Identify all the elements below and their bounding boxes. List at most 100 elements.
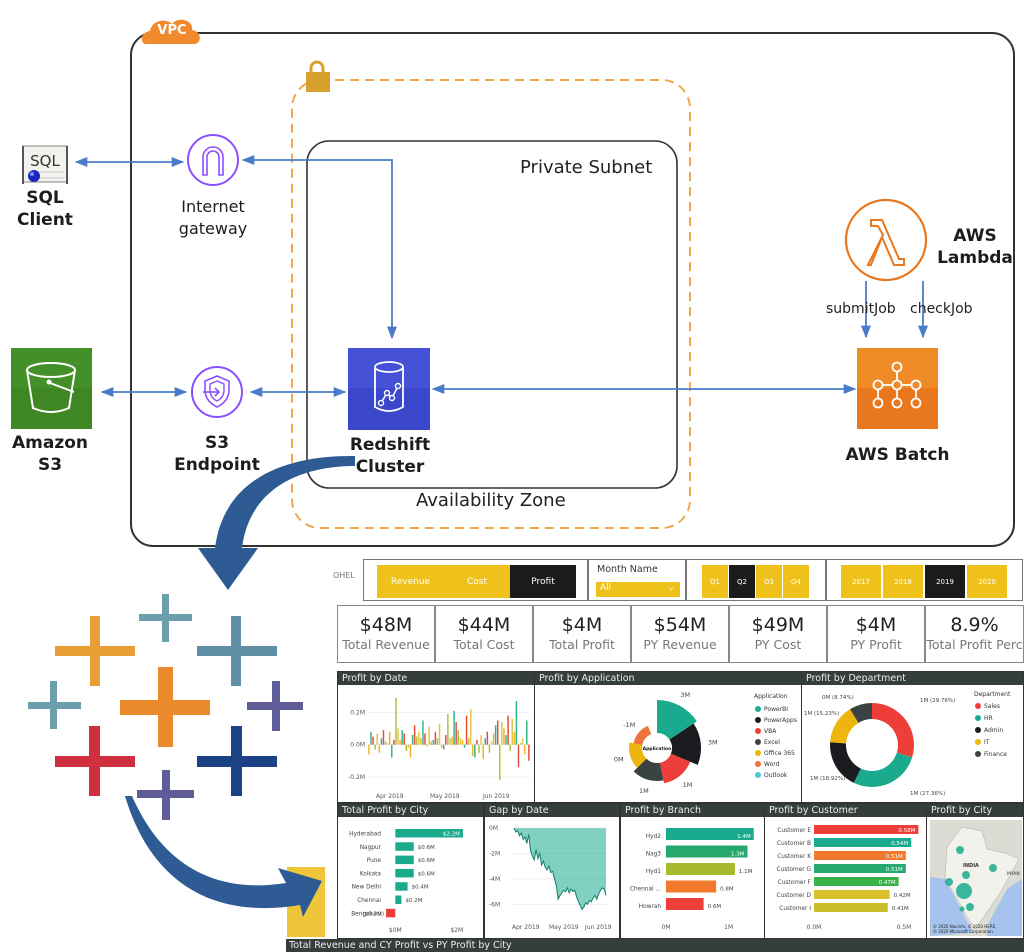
quarter-button-q1[interactable]: Q1 [702, 565, 728, 598]
bar [384, 741, 387, 745]
map-bubble[interactable] [956, 883, 972, 899]
year-button-2019[interactable]: 2019 [925, 565, 965, 598]
data-label: 0.8M [720, 887, 734, 893]
bar [482, 744, 484, 760]
legend-label: HR [984, 715, 993, 722]
month-dropdown[interactable]: All ⌄ [596, 582, 680, 597]
area-fill [514, 828, 606, 910]
legend-marker [975, 727, 981, 733]
kpi-caption: PY Cost [754, 637, 802, 652]
measure-button-cost[interactable]: Cost [444, 565, 510, 598]
measure-button-revenue[interactable]: Revenue [377, 565, 444, 598]
redshift-label-line1: Redshift [349, 435, 431, 455]
bar [395, 829, 463, 838]
bar [413, 725, 416, 745]
data-label: 0.54M [891, 841, 908, 847]
center-hole [643, 734, 671, 762]
bar [496, 720, 499, 745]
map-sea-east [987, 879, 1022, 936]
bar [374, 744, 376, 750]
year-button-2020[interactable]: 2020 [967, 565, 1007, 598]
map-bubble[interactable] [956, 846, 964, 854]
bar [426, 744, 428, 747]
bar [399, 739, 401, 745]
quarter-button-q3[interactable]: Q3 [756, 565, 782, 598]
bar [515, 701, 518, 745]
bar [528, 744, 530, 761]
year-button-2017[interactable]: 2017 [841, 565, 881, 598]
lambda-label-line2: Lambda [937, 248, 1013, 268]
data-label: 0.6M [708, 904, 722, 910]
chevron-down-icon: ⌄ [667, 583, 675, 593]
donut-slice [830, 742, 861, 783]
data-label: 1.3M [731, 852, 745, 858]
bar [505, 734, 507, 745]
profit-by-department-chart: 1M (29.76%)1M (27.36%)1M (18.92%)1M (15.… [804, 691, 1011, 797]
aws-lambda-icon [844, 198, 928, 282]
map-bubble[interactable] [959, 906, 965, 912]
bar [405, 744, 408, 752]
tableau-cross-5 [120, 667, 210, 747]
kpi-value: $54M [653, 614, 707, 636]
legend-label: VBA [764, 728, 777, 735]
rose-slice [633, 758, 664, 781]
amazon-s3-label-line1: Amazon [11, 433, 89, 453]
map-bubble[interactable] [962, 871, 970, 879]
data-label: 0.51M [886, 867, 903, 873]
bar [666, 845, 748, 858]
bar [484, 738, 486, 745]
powerbi-dashboard: OHEL Revenue Cost Profit Month Name All … [333, 557, 1024, 952]
redshift-label-line2: Cluster [355, 457, 425, 477]
x-tick-label: Jun 2019 [482, 793, 510, 800]
quarter-button-q2[interactable]: Q2 [729, 565, 755, 598]
bar [388, 731, 391, 745]
panel-title: Profit by Department [802, 672, 1023, 685]
bar [507, 715, 509, 745]
bar [440, 744, 443, 748]
redshift-cluster-icon [348, 348, 430, 430]
kpi-caption: Total Revenue [342, 637, 430, 652]
quarter-button-q4[interactable]: Q4 [783, 565, 809, 598]
donut-slice [853, 752, 913, 787]
map-bubble[interactable] [989, 864, 997, 872]
bar [461, 739, 464, 745]
bar [415, 736, 418, 745]
rose-slice [669, 723, 701, 765]
internet-gateway-label-line2: gateway [178, 219, 248, 238]
panel-title: Profit by Date [338, 672, 534, 685]
x-tick-label: May 2019 [430, 793, 460, 800]
bar [517, 744, 520, 768]
redshift-cluster-label: Redshift Cluster [338, 434, 442, 478]
bar [814, 903, 888, 912]
measure-button-profit[interactable]: Profit [510, 565, 576, 598]
connection-igw-redshift [241, 154, 398, 340]
kpi-value: $4M [561, 614, 603, 636]
bar [503, 728, 505, 745]
y-tick-label: 0.2M [350, 709, 365, 716]
bar [380, 738, 383, 745]
y-tick-label: -6M [489, 901, 500, 908]
india-map[interactable]: INDIA MYAN © 2020 Navinfo, © 2020 HERE, … [927, 817, 1024, 939]
category-label: Customer G [777, 867, 812, 873]
bar [472, 744, 474, 756]
tableau-cross-7 [55, 726, 135, 796]
map-bubble[interactable] [945, 878, 953, 886]
map-bubble[interactable] [966, 903, 974, 911]
year-button-2018[interactable]: 2018 [883, 565, 923, 598]
data-label: $0.6M [418, 845, 435, 851]
category-label: Nag3 [646, 852, 662, 858]
rose-slice [657, 700, 697, 740]
slicer-bar: Revenue Cost Profit Month Name All ⌄ Q1 … [363, 559, 1023, 603]
bar [401, 730, 403, 745]
cut-slicer-label: OHEL [333, 571, 355, 580]
donut-slice [850, 703, 872, 723]
map-country-label: INDIA [963, 863, 979, 869]
kpi-value: 8.9% [950, 614, 999, 636]
bar [509, 744, 511, 752]
category-label: Customer F [778, 880, 811, 886]
